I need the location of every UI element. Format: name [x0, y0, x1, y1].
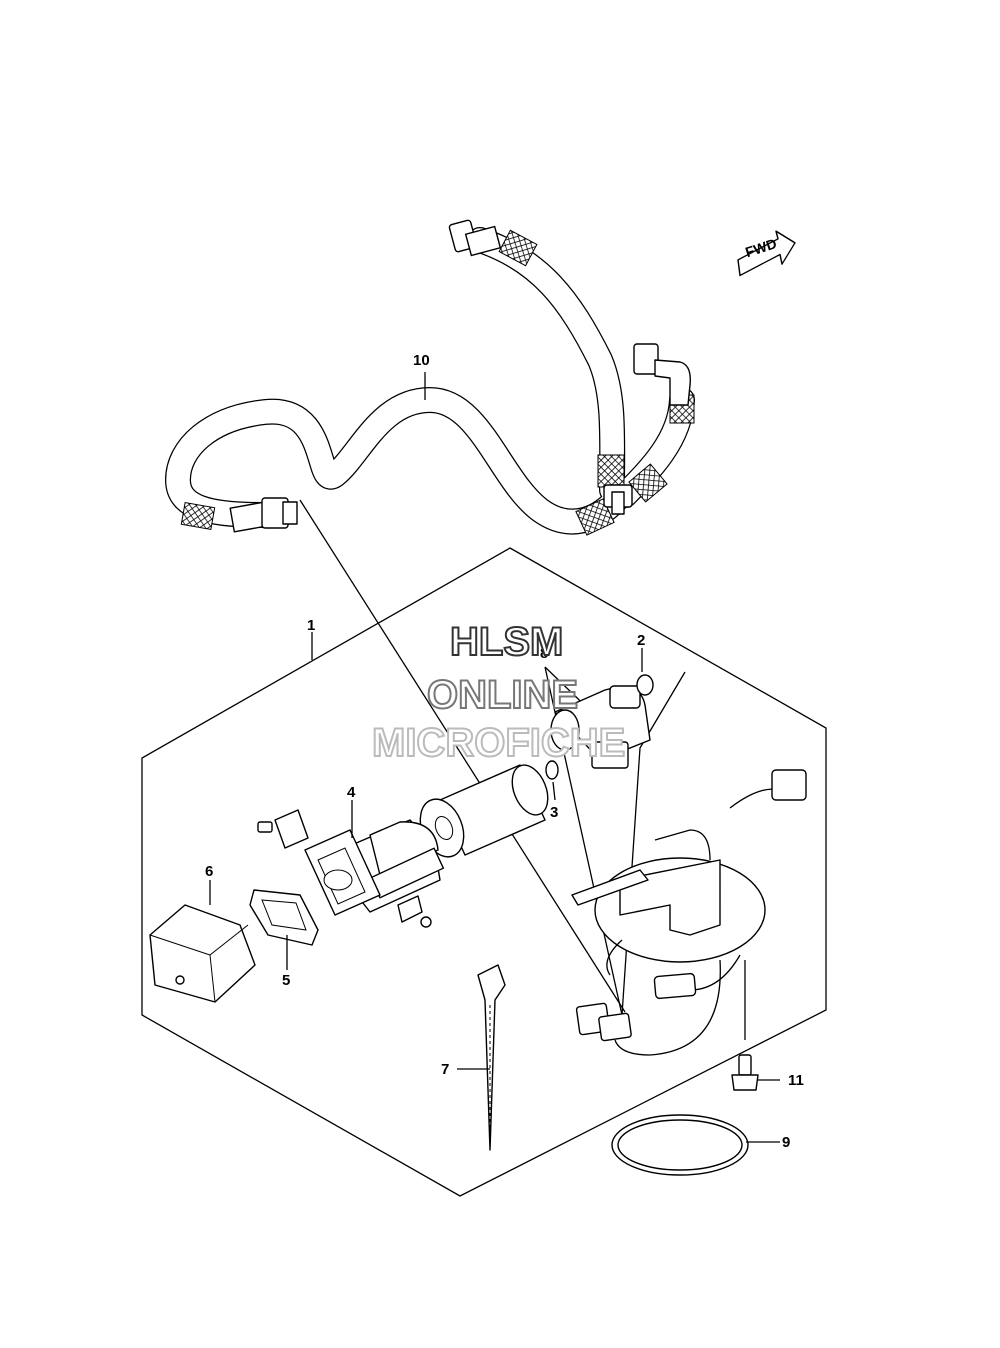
leader-hose-to-pump: [299, 499, 626, 1013]
bracket-upper[interactable]: [257, 809, 309, 849]
callout-5: 5: [282, 972, 290, 989]
oring-2[interactable]: [636, 674, 654, 696]
hose-connector-left: [229, 497, 298, 533]
callout-11: 11: [788, 1072, 804, 1089]
fuel-hose[interactable]: [165, 219, 695, 536]
callout-1: 1: [307, 617, 315, 634]
callout-3: 3: [550, 804, 558, 821]
pump-cover[interactable]: [149, 904, 256, 1003]
pump-gasket[interactable]: [249, 889, 319, 946]
callout-6: 6: [205, 863, 213, 880]
cable-tie[interactable]: [477, 964, 506, 1151]
fuel-pump-motor[interactable]: [412, 760, 554, 863]
oring-3[interactable]: [545, 760, 559, 780]
callout-7: 7: [441, 1061, 449, 1078]
watermark-line1: HLSM: [450, 620, 563, 664]
large-oring-9[interactable]: [611, 1114, 749, 1176]
watermark: HLSM ONLINE MICROFICHE: [371, 619, 626, 766]
hose-tee-joint: [603, 484, 633, 515]
callout-10: 10: [413, 352, 430, 369]
filter-housing[interactable]: [304, 819, 445, 916]
pump-mounting-plate[interactable]: [571, 769, 807, 1056]
watermark-line2: ONLINE: [427, 673, 578, 717]
callout-8: 8: [540, 645, 548, 662]
callout-4: 4: [347, 784, 356, 801]
callout-leaders: [209, 372, 780, 1143]
callout-2: 2: [637, 632, 645, 649]
watermark-line3: MICROFICHE: [372, 721, 625, 765]
assembly-boundary: [141, 547, 827, 1197]
hose-connector-top: [448, 219, 502, 257]
bracket-lower[interactable]: [397, 895, 432, 928]
hose-connector-right: [633, 343, 691, 406]
callout-9: 9: [782, 1134, 790, 1151]
pressure-regulator[interactable]: [550, 685, 651, 769]
harness-connector[interactable]: [575, 1002, 632, 1042]
fwd-arrow-icon: FWD: [737, 230, 796, 277]
bolt-11[interactable]: [731, 1054, 759, 1091]
